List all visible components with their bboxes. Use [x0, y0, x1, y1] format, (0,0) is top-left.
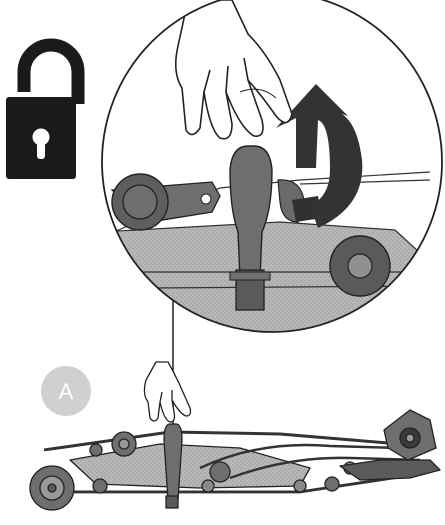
zoom-detail	[100, 0, 445, 340]
step-badge: A	[41, 366, 91, 416]
hand-illustration-small	[144, 362, 190, 422]
unlocked-padlock-icon	[6, 45, 78, 179]
step-label: A	[59, 379, 74, 404]
folded-stroller	[30, 410, 440, 510]
